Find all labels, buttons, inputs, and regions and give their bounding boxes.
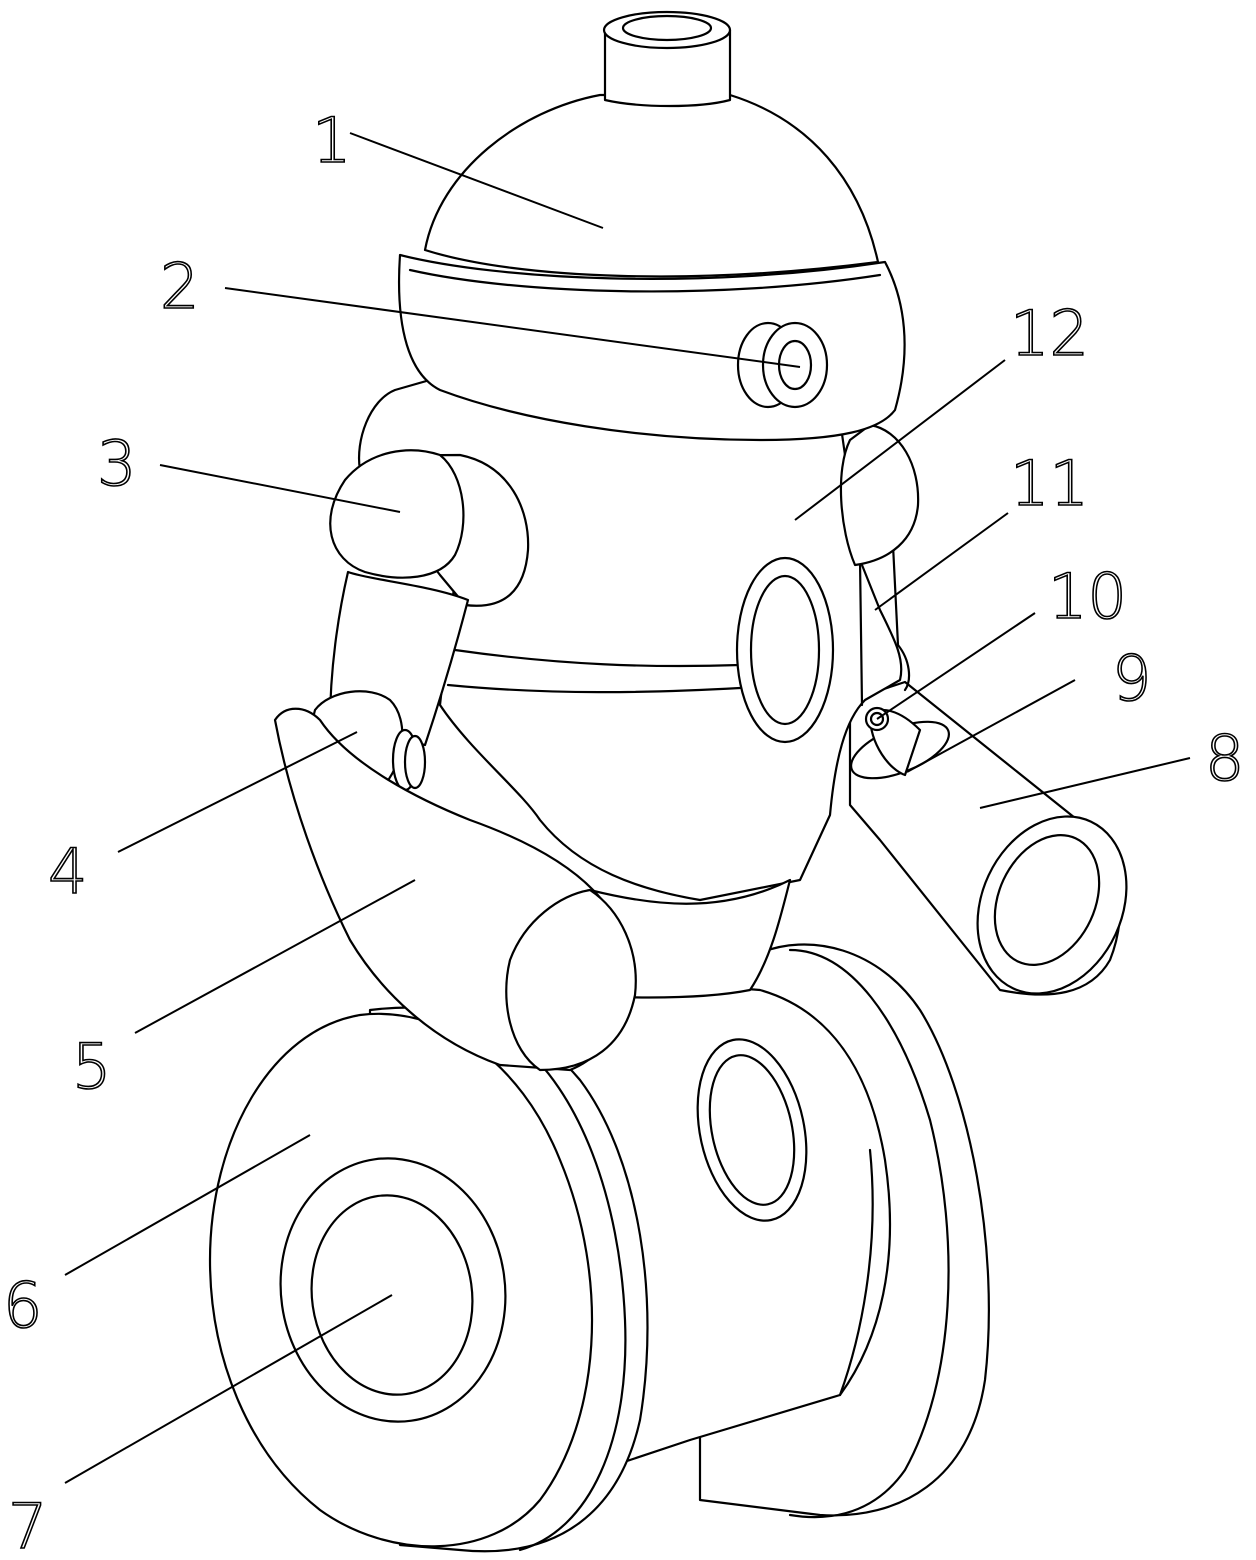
rear-wheel-rim — [788, 948, 950, 1519]
pipe-end-inner — [993, 834, 1101, 966]
head — [397, 10, 906, 442]
label-4: 4 — [48, 835, 87, 908]
hand — [505, 888, 637, 1072]
leader-2 — [224, 287, 801, 368]
base-port-inner — [708, 1054, 796, 1206]
label-8: 8 — [1205, 722, 1244, 795]
label-12: 12 — [1010, 297, 1089, 370]
front-wheel-band-edge — [513, 1038, 627, 1552]
leader-3 — [159, 464, 401, 513]
belt-upper — [453, 648, 742, 668]
label-11: 11 — [1010, 447, 1089, 520]
leader-7 — [64, 1294, 393, 1484]
neck-top — [603, 28, 732, 108]
leader-10 — [876, 612, 1036, 720]
leader-11 — [874, 512, 1009, 611]
label-6: 6 — [3, 1269, 42, 1342]
belt-lower — [446, 683, 742, 694]
rail-11-left — [858, 558, 864, 707]
leader-4 — [117, 731, 358, 853]
leader-5 — [134, 879, 416, 1034]
label-7: 7 — [8, 1490, 47, 1555]
torso — [273, 378, 920, 1072]
label-1: 1 — [312, 104, 351, 177]
elbow-ring-2 — [403, 734, 427, 790]
label-10: 10 — [1048, 560, 1127, 633]
label-3: 3 — [97, 427, 136, 500]
label-5: 5 — [72, 1030, 111, 1103]
leader-6 — [64, 1134, 311, 1276]
leader-1 — [349, 132, 604, 229]
dome — [423, 93, 880, 278]
rail-11-right — [891, 543, 911, 692]
label-9: 9 — [1112, 642, 1151, 715]
right-shoulder — [839, 423, 920, 567]
leader-lines — [64, 132, 1191, 1484]
side-assembly — [848, 680, 1128, 996]
leader-12 — [794, 359, 1006, 521]
shoulder-cap — [329, 449, 465, 579]
collar-edge — [408, 268, 882, 293]
reference-labels: 1 2 3 4 5 6 7 8 9 10 11 12 — [2, 103, 1245, 1560]
label-2: 2 — [160, 250, 199, 323]
chest-port-inner — [749, 574, 821, 726]
neck-top-inner — [621, 14, 713, 42]
base-body-edge — [838, 1148, 874, 1397]
leader-9 — [906, 679, 1076, 773]
leader-8 — [979, 757, 1191, 809]
